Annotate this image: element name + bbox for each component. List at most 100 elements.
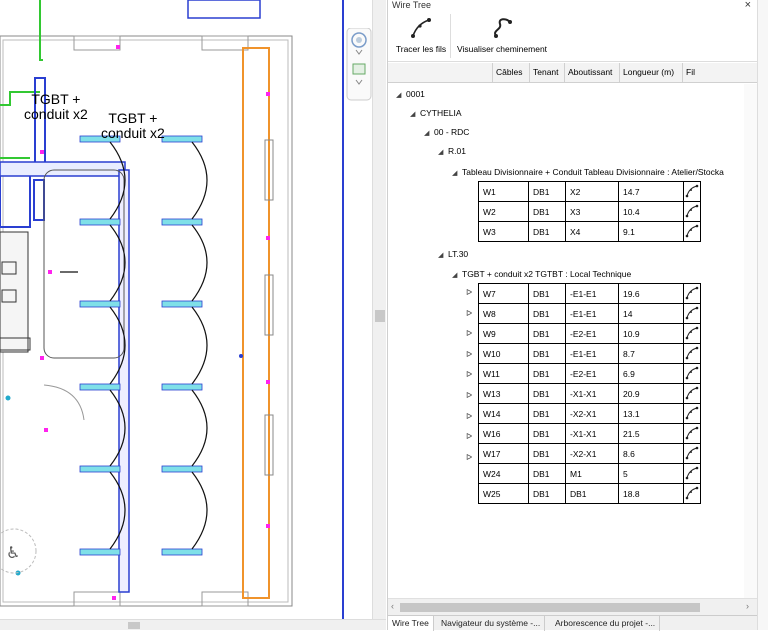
tenant-cell: DB1 — [528, 323, 566, 344]
expand-row-icon[interactable]: ᐅ — [466, 329, 473, 339]
expand-row-icon[interactable]: ᐅ — [466, 349, 473, 359]
tenant-cell: DB1 — [528, 283, 566, 304]
cable-cell: W11 — [478, 363, 529, 384]
wire-route-icon[interactable] — [683, 383, 701, 404]
column-headers: Câbles Tenant Aboutissant Longueur (m) F… — [388, 63, 758, 83]
tree-node-group-lt30[interactable]: ◢TGBT + conduit x2 TGTBT : Local Techniq… — [452, 268, 631, 282]
expand-row-icon[interactable]: ᐅ — [466, 288, 473, 297]
cad-label-tgbt-1: TGBT + conduit x2 — [24, 91, 88, 122]
wire-tree-panel: Wire Tree × Tracer les fils Visualiser c… — [387, 0, 758, 631]
tab-project-tree[interactable]: Arborescence du projet -... — [551, 616, 661, 631]
collapse-triangle-icon[interactable]: ◢ — [452, 272, 458, 279]
expand-row-icon[interactable]: ᐅ — [466, 452, 473, 462]
panel-title: Wire Tree — [392, 0, 432, 10]
wire-route-icon[interactable] — [683, 323, 701, 344]
tenant-cell: DB1 — [528, 181, 566, 202]
cad-viewport[interactable]: ♿ TGBT + conduit x2 TGBT + conduit x2 — [0, 0, 342, 619]
column-header-aboutissant[interactable]: Aboutissant — [564, 63, 619, 82]
node-label: CYTHELIA — [420, 108, 462, 118]
scroll-right-icon[interactable]: › — [746, 601, 749, 611]
collapse-triangle-icon[interactable]: ◢ — [438, 252, 444, 259]
visualize-route-button[interactable]: Visualiser cheminement — [452, 14, 552, 60]
tab-system-navigator[interactable]: Navigateur du système -... — [437, 616, 546, 631]
nav-wheel-icon[interactable] — [346, 28, 374, 128]
tenant-cell: DB1 — [528, 201, 566, 222]
column-header-longueur[interactable]: Longueur (m) — [619, 63, 682, 82]
scroll-thumb[interactable] — [375, 310, 385, 322]
cable-cell: W25 — [478, 483, 529, 504]
wire-route-icon[interactable] — [683, 221, 701, 242]
node-label: Tableau Divisionnaire + Conduit Tableau … — [462, 167, 724, 177]
aboutissant-cell: DB1 — [565, 483, 619, 504]
ribbon-separator — [450, 14, 451, 58]
tab-wire-tree[interactable]: Wire Tree — [388, 616, 434, 631]
column-header-fil[interactable]: Fil — [682, 63, 744, 82]
cad-label-tgbt-2: TGBT + conduit x2 — [101, 110, 165, 141]
cad-horizontal-scrollbar[interactable] — [0, 619, 386, 630]
collapse-triangle-icon[interactable]: ◢ — [396, 92, 402, 99]
length-cell: 8.7 — [618, 343, 684, 364]
scroll-left-icon[interactable]: ‹ — [391, 601, 394, 611]
navigation-tools — [342, 0, 372, 619]
scroll-thumb[interactable] — [128, 622, 140, 629]
collapse-triangle-icon[interactable]: ◢ — [452, 170, 458, 177]
wire-route-icon[interactable] — [683, 201, 701, 222]
tree-node-room-r01[interactable]: ◢R.01 — [438, 145, 466, 159]
tree-vertical-scrollbar[interactable] — [744, 84, 758, 598]
wire-route-icon[interactable] — [683, 443, 701, 464]
expand-row-icon[interactable]: ᐅ — [466, 391, 473, 400]
panel-tabs: Wire Tree Navigateur du système -... Arb… — [388, 615, 758, 631]
scroll-thumb[interactable] — [400, 603, 700, 612]
wire-route-icon[interactable] — [683, 363, 701, 384]
aboutissant-cell: -E1-E1 — [565, 343, 619, 364]
tree-node-room-lt30[interactable]: ◢LT.30 — [438, 248, 468, 262]
expand-row-icon[interactable]: ᐅ — [466, 370, 473, 380]
length-cell: 21.5 — [618, 423, 684, 444]
wire-route-icon[interactable] — [683, 483, 701, 504]
collapse-triangle-icon[interactable]: ◢ — [410, 111, 416, 118]
wire-route-icon[interactable] — [683, 343, 701, 364]
trace-wires-button[interactable]: Tracer les fils — [392, 14, 450, 60]
column-header-cables[interactable]: Câbles — [492, 63, 529, 82]
tenant-cell: DB1 — [528, 343, 566, 364]
wire-route-icon[interactable] — [683, 283, 701, 304]
wire-tree: ◢0001 ◢ CYTHELIA ◢00 - RDC ◢R.01 ◢ Tableau… — [388, 84, 758, 598]
tree-node-root[interactable]: ◢0001 — [396, 88, 425, 102]
close-icon[interactable]: × — [744, 0, 751, 11]
wire-route-icon[interactable] — [683, 463, 701, 484]
tree-horizontal-scrollbar[interactable]: ‹ › — [388, 598, 758, 615]
cad-vertical-scrollbar[interactable] — [372, 0, 386, 619]
cable-cell: W24 — [478, 463, 529, 484]
tree-node-floor[interactable]: ◢00 - RDC — [424, 126, 469, 140]
tree-node-group-r01[interactable]: ◢ Tableau Divisionnaire + Conduit Tableau… — [452, 166, 724, 180]
expand-row-icon[interactable]: ᐅ — [466, 308, 473, 318]
visualize-route-icon — [494, 18, 512, 38]
column-header-tenant[interactable]: Tenant — [529, 63, 564, 82]
wire-route-icon[interactable] — [683, 403, 701, 424]
trace-wires-icon — [411, 18, 431, 38]
wire-route-icon[interactable] — [683, 423, 701, 444]
aboutissant-cell: -X2-X1 — [565, 403, 619, 424]
wire-route-icon[interactable] — [683, 181, 701, 202]
tree-node-site[interactable]: ◢ CYTHELIA — [410, 107, 462, 121]
expand-row-icon[interactable]: ᐅ — [466, 432, 473, 442]
collapse-triangle-icon[interactable]: ◢ — [438, 149, 444, 156]
expand-row-icon[interactable]: ᐅ — [466, 411, 473, 421]
wire-route-icon[interactable] — [683, 303, 701, 324]
collapse-triangle-icon[interactable]: ◢ — [424, 130, 430, 137]
